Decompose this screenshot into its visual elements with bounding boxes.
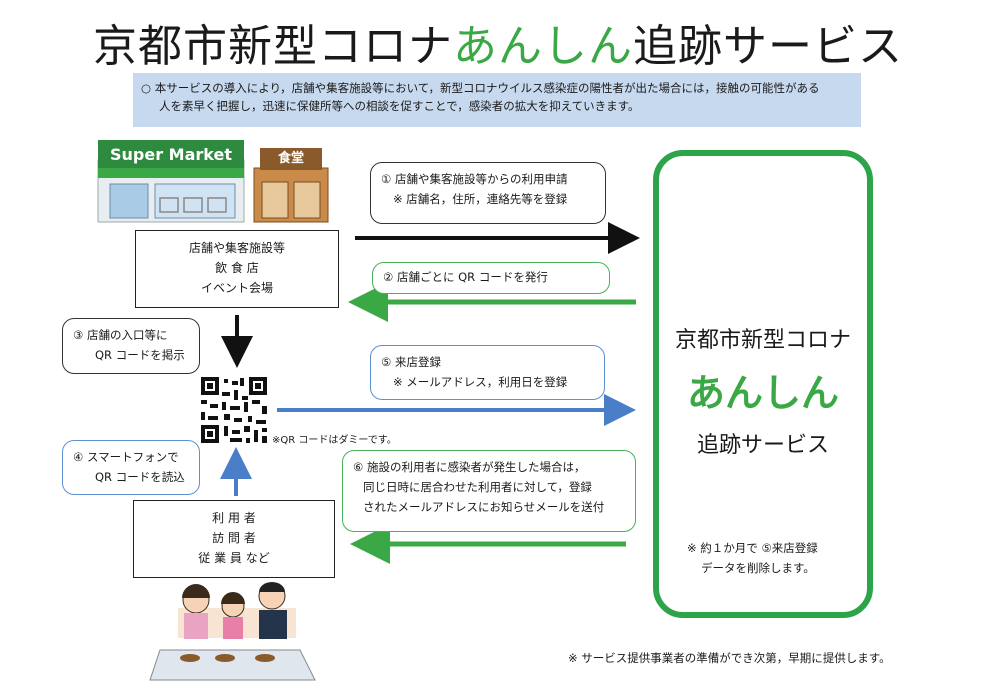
facility-line-1: 店舗や集客施設等 bbox=[188, 241, 285, 255]
users-box: 利 用 者 訪 問 者 従 業 員 など bbox=[133, 500, 335, 578]
qr-code-image bbox=[199, 375, 269, 445]
restaurant-sign: 食堂 bbox=[277, 151, 304, 166]
step-5-box: ⑤ 来店登録 ※ メールアドレス，利用日を登録 bbox=[370, 345, 605, 400]
step-4-box: ④ スマートフォンで QR コードを読込 bbox=[62, 440, 200, 495]
facility-line-2: 飲 食 店 bbox=[215, 261, 259, 275]
step-6-line-1: ⑥ 施設の利用者に感染者が発生した場合は， bbox=[353, 460, 586, 474]
footer-note: ※ サービス提供事業者の準備ができ次第，早期に提供します。 bbox=[568, 651, 891, 665]
page-title: 京都市新型コロナあんしん追跡サービス bbox=[0, 10, 996, 74]
facility-line-3: イベント会場 bbox=[200, 281, 273, 295]
intro-line-1: ○ 本サービスの導入により，店舗や集客施設等において，新型コロナウイルス感染症の… bbox=[141, 81, 820, 95]
service-note-line-2: データを削除します。 bbox=[701, 561, 815, 575]
step-5-line-1: ⑤ 来店登録 bbox=[381, 355, 441, 369]
title-suffix: 追跡サービス bbox=[633, 21, 903, 72]
service-note-line-1: ※ 約１か月で ⑤来店登録 bbox=[687, 541, 818, 555]
step-1-line-1: ① 店舗や集客施設等からの利用申請 bbox=[381, 172, 568, 186]
users-line-1: 利 用 者 bbox=[212, 511, 256, 525]
qr-note: ※QR コードはダミーです。 bbox=[272, 435, 397, 446]
step-6-box: ⑥ 施設の利用者に感染者が発生した場合は， 同じ日時に居合わせた利用者に対して，… bbox=[342, 450, 636, 532]
service-highlight: あんしん bbox=[686, 371, 839, 415]
step-4-line-1: ④ スマートフォンで bbox=[73, 450, 179, 464]
intro-line-2: 人を素早く把握し，迅速に保健所等への相談を促すことで，感染者の拡大を抑えていきま… bbox=[159, 99, 640, 113]
title-prefix: 京都市新型コロナ bbox=[93, 21, 453, 72]
service-panel: 京都市新型コロナ あんしん 追跡サービス ※ 約１か月で ⑤来店登録 データを削… bbox=[653, 150, 873, 618]
step-2-box: ② 店舗ごとに QR コードを発行 bbox=[372, 262, 610, 294]
step-1-box: ① 店舗や集客施設等からの利用申請 ※ 店舗名，住所，連絡先等を登録 bbox=[370, 162, 606, 224]
facility-box: 店舗や集客施設等 飲 食 店 イベント会場 bbox=[135, 230, 339, 308]
step-5-line-2: ※ メールアドレス，利用日を登録 bbox=[393, 375, 568, 389]
service-note: ※ 約１か月で ⑤来店登録 データを削除します。 bbox=[687, 538, 867, 578]
step-4-line-2: QR コードを読込 bbox=[95, 470, 185, 484]
step-1-line-2: ※ 店舗名，住所，連絡先等を登録 bbox=[393, 192, 568, 206]
step-3-line-1: ③ 店舗の入口等に bbox=[73, 328, 168, 342]
service-name: 京都市新型コロナ bbox=[674, 328, 851, 353]
intro-panel: ○ 本サービスの導入により，店舗や集客施設等において，新型コロナウイルス感染症の… bbox=[133, 73, 861, 127]
people-dining-illustration bbox=[149, 582, 316, 681]
step-3-line-2: QR コードを掲示 bbox=[95, 348, 185, 362]
step-3-box: ③ 店舗の入口等に QR コードを掲示 bbox=[62, 318, 200, 374]
supermarket-sign: Super Market bbox=[110, 145, 232, 164]
step-6-line-2: 同じ日時に居合わせた利用者に対して，登録 bbox=[363, 480, 592, 494]
supermarket-illustration bbox=[97, 140, 245, 223]
restaurant-illustration bbox=[253, 148, 329, 223]
step-6-line-3: されたメールアドレスにお知らせメールを送付 bbox=[363, 500, 605, 514]
title-highlight: あんしん bbox=[453, 21, 633, 72]
service-tail: 追跡サービス bbox=[696, 433, 829, 458]
users-line-2: 訪 問 者 bbox=[212, 531, 256, 545]
users-line-3: 従 業 員 など bbox=[198, 551, 270, 565]
